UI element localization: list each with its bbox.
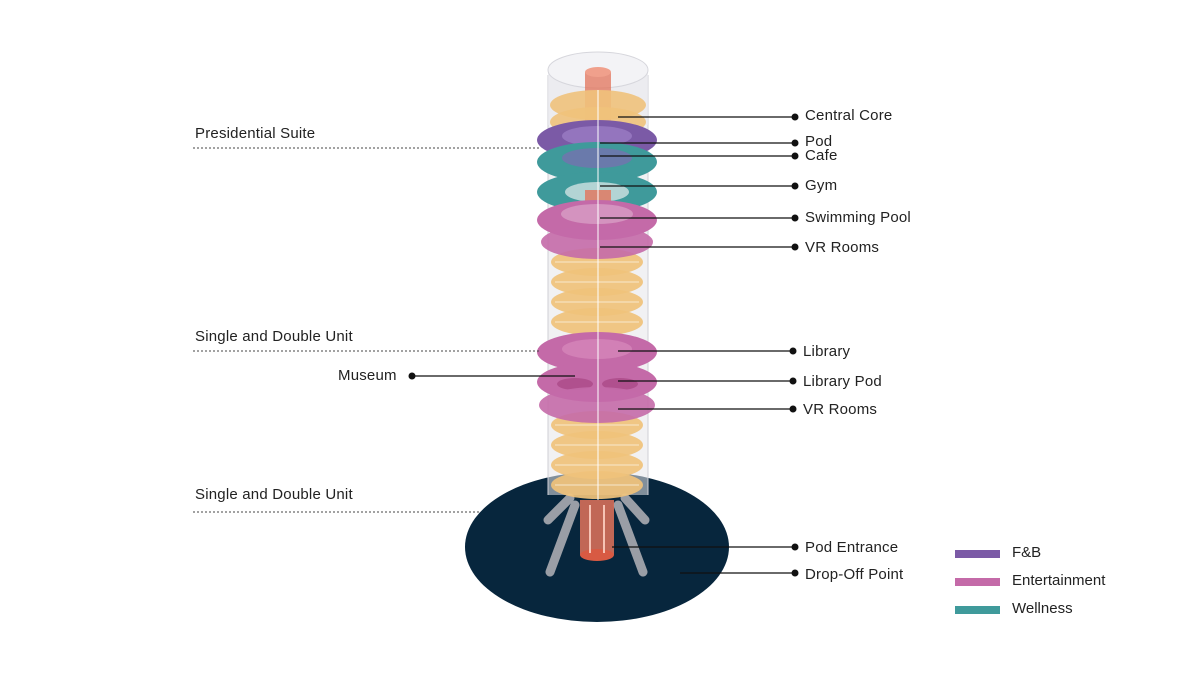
label-single-double-lower: Single and Double Unit [195,486,353,503]
legend-label-entertainment: Entertainment [1012,572,1106,589]
label-swimming-pool: Swimming Pool [805,209,911,226]
label-drop-off-point: Drop-Off Point [805,566,904,583]
support-legs [543,493,650,577]
leader-dot [791,182,799,190]
legend-label-wellness: Wellness [1012,600,1073,617]
label-pod-entrance: Pod Entrance [805,539,899,556]
label-vr-rooms-lower: VR Rooms [803,401,878,418]
leader-dot [791,139,799,147]
label-library-pod: Library Pod [803,373,882,390]
leader-dot [408,372,416,380]
label-vr-rooms-upper: VR Rooms [805,239,880,256]
leader-dot [791,569,799,577]
leader-dot [789,377,797,385]
leader-dot [789,405,797,413]
leader-dot [791,243,799,251]
label-central-core: Central Core [805,107,893,124]
leader-dot [791,543,799,551]
leader-dot [791,113,799,121]
leader-dot [789,347,797,355]
label-single-double-upper: Single and Double Unit [195,328,353,345]
legend-label-fnb: F&B [1012,544,1042,561]
label-library: Library [803,343,851,360]
pod-entrance-core [580,500,614,561]
legend-swatch-fnb [955,550,1000,558]
leader-dot [791,214,799,222]
legend-swatch-entertainment [955,578,1000,586]
label-pod: Pod [805,133,833,150]
label-cafe: Cafe [805,147,838,164]
callout-leaders [193,113,799,577]
legend-swatch-wellness [955,606,1000,614]
leader-dot [791,152,799,160]
label-presidential-suite: Presidential Suite [195,125,316,142]
label-gym: Gym [805,177,838,194]
label-museum: Museum [338,367,397,384]
